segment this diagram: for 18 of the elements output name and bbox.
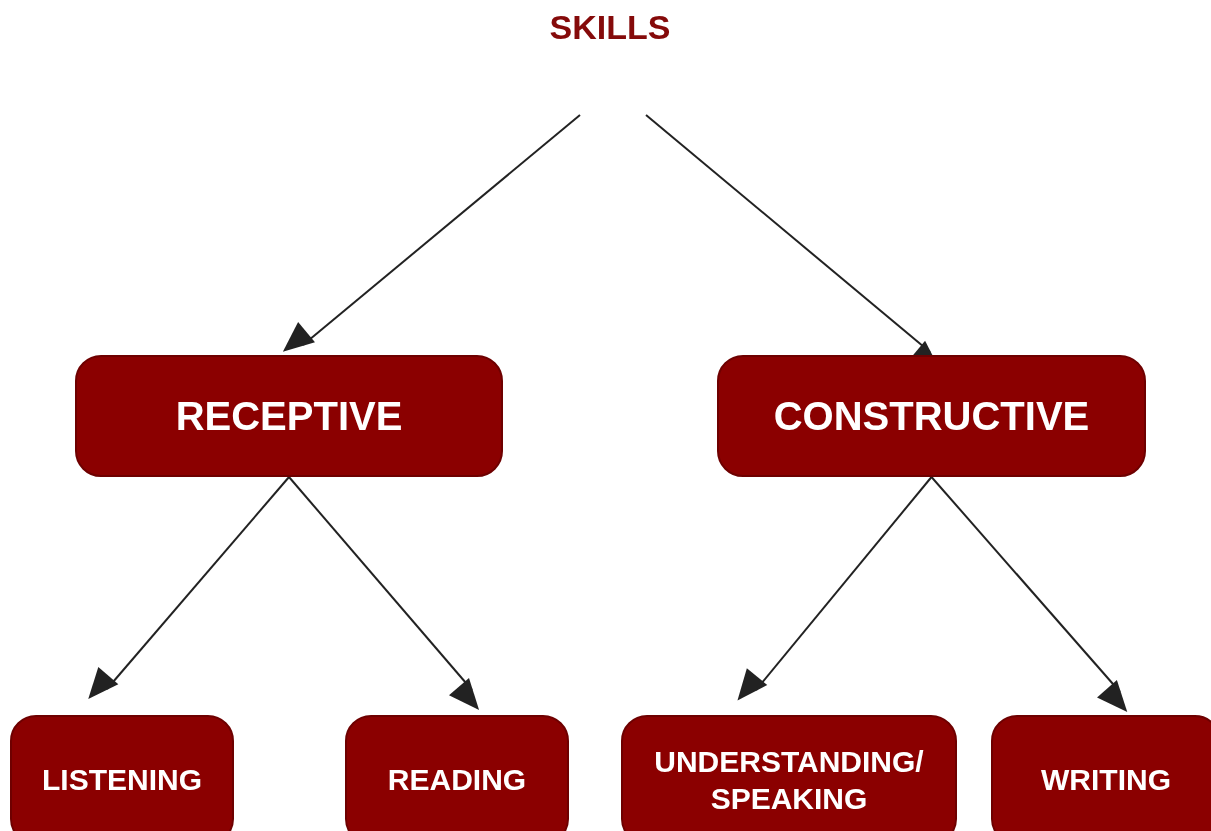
heading-text: SKILLS bbox=[540, 5, 680, 50]
arrow bbox=[288, 476, 480, 711]
arrow bbox=[737, 476, 933, 701]
box-label: CONSTRUCTIVE bbox=[772, 393, 1091, 439]
arrow bbox=[282, 114, 581, 352]
category-box bbox=[10, 715, 234, 831]
category-box bbox=[345, 715, 569, 831]
arrow bbox=[88, 476, 290, 699]
box-label: RECEPTIVE bbox=[174, 393, 404, 439]
box-label: READING bbox=[386, 763, 528, 797]
arrow bbox=[930, 476, 1128, 712]
category-box bbox=[991, 715, 1211, 831]
category-box bbox=[75, 355, 503, 477]
category-box bbox=[621, 715, 957, 831]
category-box bbox=[717, 355, 1146, 477]
box-label: WRITING bbox=[1040, 763, 1172, 797]
box-label: LISTENING bbox=[41, 763, 203, 797]
box-label: UNDERSTANDING/ SPEAKING bbox=[653, 743, 925, 817]
